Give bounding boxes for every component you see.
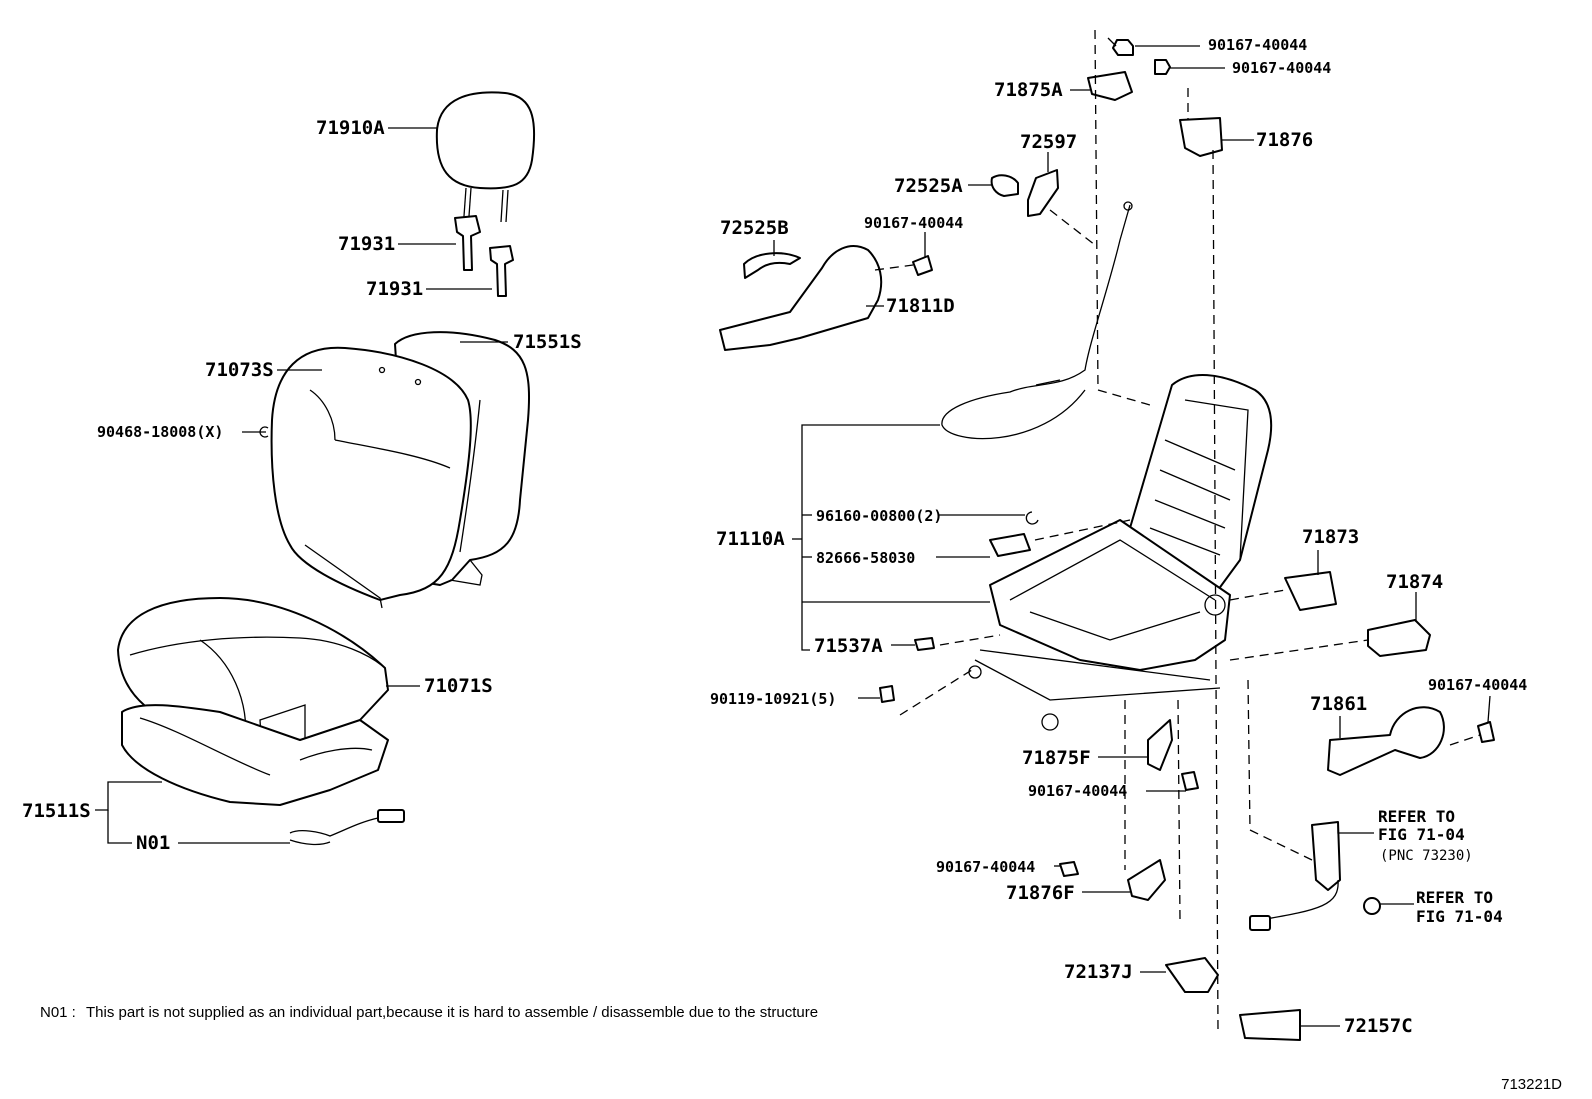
label-90167-40044-right: 90167-40044 [1428,676,1527,694]
ref1-line2: FIG 71-04 [1378,825,1465,844]
ref2-line2: FIG 71-04 [1416,907,1503,926]
label-71876F: 71876F [1006,882,1075,904]
label-90167-40044-mid: 90167-40044 [864,214,963,232]
footnote: N01 : This part is not supplied as an in… [40,1001,818,1025]
label-72525B: 72525B [720,217,789,239]
figure-code: 713221D [1501,1076,1562,1093]
label-71931-upper: 71931 [338,233,395,255]
harness-n01-drawing [289,809,405,846]
label-71931-lower: 71931 [366,278,423,300]
label-N01: N01 [136,832,170,854]
label-71073S: 71073S [205,359,274,381]
label-90167-40044-lower2: 90167-40044 [936,858,1035,876]
seat-frame-drawing [968,374,1273,731]
label-71537A: 71537A [814,635,883,657]
label-72157C: 72157C [1344,1015,1413,1037]
label-72525A: 72525A [894,175,963,197]
label-71511S: 71511S [22,800,91,822]
label-90167-40044-top1: 90167-40044 [1208,36,1307,54]
right-leaders [773,45,1491,1027]
headrest-support-drawing [454,215,514,297]
left-leaders [95,127,508,844]
label-71811D: 71811D [886,295,955,317]
footnote-text: This part is not supplied as an individu… [86,1004,819,1021]
dashed-alignment-lines [874,29,1481,1031]
ref2-line1: REFER TO [1416,888,1493,907]
label-90468-18008: 90468-18008(X) [97,423,223,441]
headrest-drawing [435,91,536,231]
label-71875A: 71875A [994,79,1063,101]
label-71876: 71876 [1256,129,1313,151]
label-71110A: 71110A [716,528,785,550]
ref1-line1: REFER TO [1378,807,1455,826]
label-71874: 71874 [1386,571,1443,593]
label-72137J: 72137J [1064,961,1133,983]
label-82666-58030: 82666-58030 [816,549,915,567]
frame-small-parts-drawing [879,511,1495,1041]
label-71071S: 71071S [424,675,493,697]
label-71875F: 71875F [1022,747,1091,769]
label-90167-40044-top2: 90167-40044 [1232,59,1331,77]
label-90167-40044-lower: 90167-40044 [1028,782,1127,800]
label-90119-10921: 90119-10921(5) [710,690,836,708]
label-71873: 71873 [1302,526,1359,548]
lever-parts-drawing [719,169,1059,351]
label-71551S: 71551S [513,331,582,353]
label-71910A: 71910A [316,117,385,139]
cushion-pad-drawing [121,704,389,806]
label-96160-00800: 96160-00800(2) [816,507,942,525]
ref1-pnc: (PNC 73230) [1380,848,1473,864]
top-hardware-drawing [1087,37,1223,157]
seatback-cover-drawing [270,346,472,609]
label-71861: 71861 [1310,693,1367,715]
label-72597: 72597 [1020,131,1077,153]
cable-drawing [941,201,1133,440]
footnote-code: N01 : [40,1004,76,1021]
